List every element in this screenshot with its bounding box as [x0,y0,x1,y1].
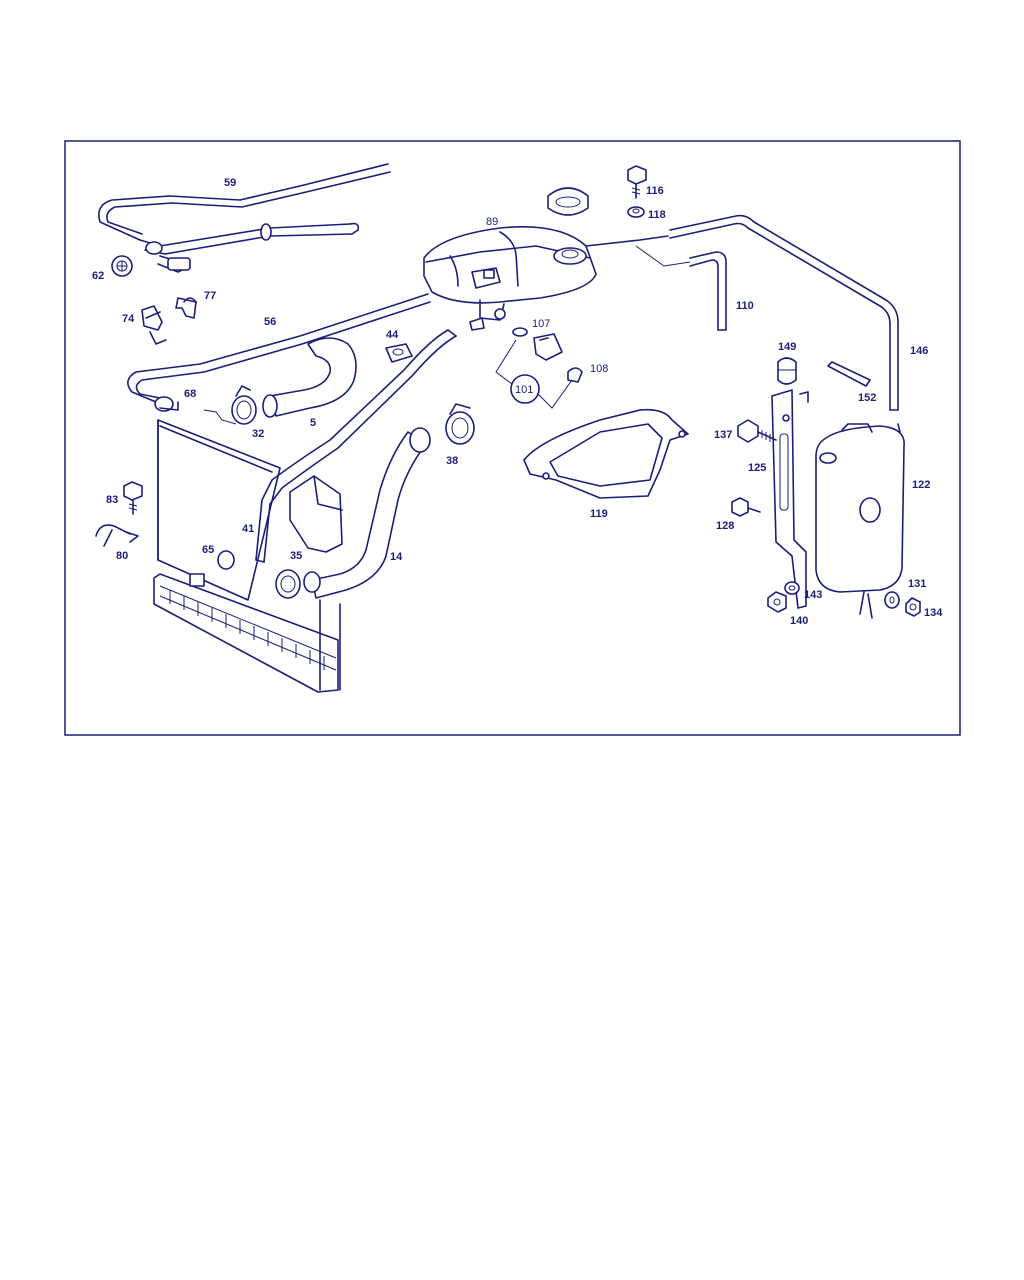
callout-59: 59 [224,177,236,189]
callout-137: 137 [714,429,732,441]
part-140-nut [767,591,787,613]
callout-118: 118 [648,209,666,221]
part-35-clamp [275,569,301,599]
callout-14: 14 [390,551,403,563]
part-149-grommet [777,357,797,385]
callout-74: 74 [122,313,135,325]
callout-107: 107 [532,318,550,330]
part-80-clip [95,524,139,547]
callout-38: 38 [446,455,458,467]
callout-119: 119 [590,508,608,520]
part-152-strap [827,361,871,387]
part-101-sensor [512,327,583,383]
callout-80: 80 [116,550,128,562]
leader-101 [495,339,573,409]
part-38-clamp [445,403,475,445]
part-77-clip [175,297,197,319]
callout-62: 62 [92,270,104,282]
callout-65: 65 [202,544,214,556]
callout-143: 143 [804,589,822,601]
hose-5 [262,337,357,418]
callout-152: 152 [858,392,876,404]
callout-122: 122 [912,479,930,491]
part-cap [547,187,589,216]
callout-131: 131 [908,578,926,590]
part-32-clamp [231,385,257,425]
callout-35: 35 [290,550,302,562]
diagram-border [64,140,961,736]
hose-110 [689,251,727,331]
callout-134: 134 [924,607,943,619]
callout-128: 128 [716,520,734,532]
callout-56: 56 [264,316,276,328]
callout-101: 101 [515,384,533,396]
callout-108: 108 [590,363,608,375]
hose-146 [669,214,899,411]
callout-32: 32 [252,428,264,440]
callout-41: 41 [242,523,254,535]
callout-68: 68 [184,388,196,400]
part-62-grommet [111,255,133,277]
callout-149: 149 [778,341,796,353]
leader-110-146 [635,245,691,267]
callout-125: 125 [748,462,766,474]
callout-140: 140 [790,615,808,627]
radiator [153,409,341,693]
part-83-bolt [123,481,143,515]
callout-77: 77 [204,290,216,302]
part-131-washer [884,591,900,609]
part-143-washer [784,581,800,595]
callout-89: 89 [486,216,498,228]
part-74-clip [141,305,167,345]
hose-14 [303,427,431,599]
part-128-bolt [731,497,761,517]
part-119-bracket [523,408,689,499]
callout-110: 110 [736,300,754,312]
callout-116: 116 [646,185,664,197]
part-125-bracket [771,389,809,609]
part-137-screw [737,419,777,443]
part-air-duct [289,475,343,553]
callout-83: 83 [106,494,118,506]
part-68-clamp [154,396,179,412]
part-44-grommet [385,343,413,363]
callout-44: 44 [386,329,399,341]
part-122-reservoir [815,423,905,619]
part-65-clamp [217,550,235,570]
part-116-bolt [627,165,647,199]
hose-56 [127,293,431,403]
part-134-nut [905,597,921,617]
callout-5: 5 [310,417,316,429]
hose-59 [98,163,391,273]
part-118-washer [627,206,645,218]
callout-146: 146 [910,345,928,357]
part-89-expansion-tank [423,226,669,331]
